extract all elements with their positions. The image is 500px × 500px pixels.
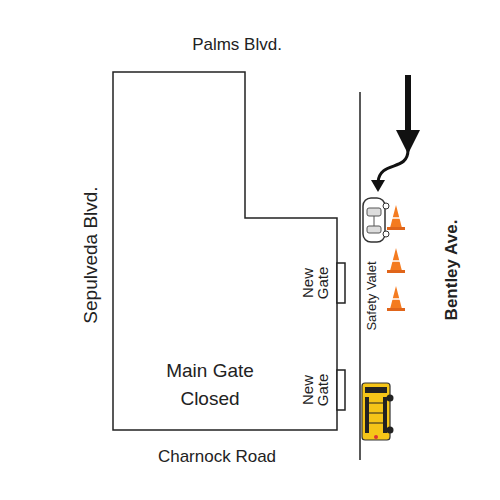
street-name: Charnock Road xyxy=(158,447,276,467)
node-outline xyxy=(337,263,346,303)
gate-marker: New Gate xyxy=(337,263,346,303)
gate-marker: New Gate xyxy=(337,370,346,410)
road-edge xyxy=(359,92,361,460)
arrow-head xyxy=(371,180,385,192)
traffic-cone xyxy=(387,205,405,230)
node-outline xyxy=(337,370,346,410)
car-icon xyxy=(363,198,389,242)
text-holder: New Gate xyxy=(300,263,330,303)
building-note: Main Gate Closed xyxy=(160,357,260,412)
outline-path xyxy=(113,72,337,430)
street-name: Bentley Ave. xyxy=(442,220,462,321)
traffic-cone xyxy=(387,248,405,273)
text-holder: Palms Blvd. xyxy=(192,35,282,55)
traffic-arrow xyxy=(405,75,411,132)
text-holder: New Gate xyxy=(300,370,330,410)
street-name: Sepulveda Blvd. xyxy=(80,186,102,323)
gate-label: New Gate xyxy=(300,263,330,303)
text-holder: Sepulveda Blvd. xyxy=(80,186,102,323)
text-holder: Main Gate Closed xyxy=(160,357,260,412)
traffic-cone xyxy=(387,286,405,311)
outline-path xyxy=(337,370,345,410)
text-holder: Bentley Ave. xyxy=(442,220,462,321)
outline-path xyxy=(337,263,345,303)
valet-label: Safety Valet xyxy=(365,261,380,330)
street-name: Palms Blvd. xyxy=(192,35,282,55)
text-holder: Safety Valet xyxy=(365,261,380,330)
turn-arrow xyxy=(378,150,408,182)
school-bus xyxy=(362,383,394,440)
text-holder: Charnock Road xyxy=(158,447,276,467)
gate-label: New Gate xyxy=(300,370,330,410)
